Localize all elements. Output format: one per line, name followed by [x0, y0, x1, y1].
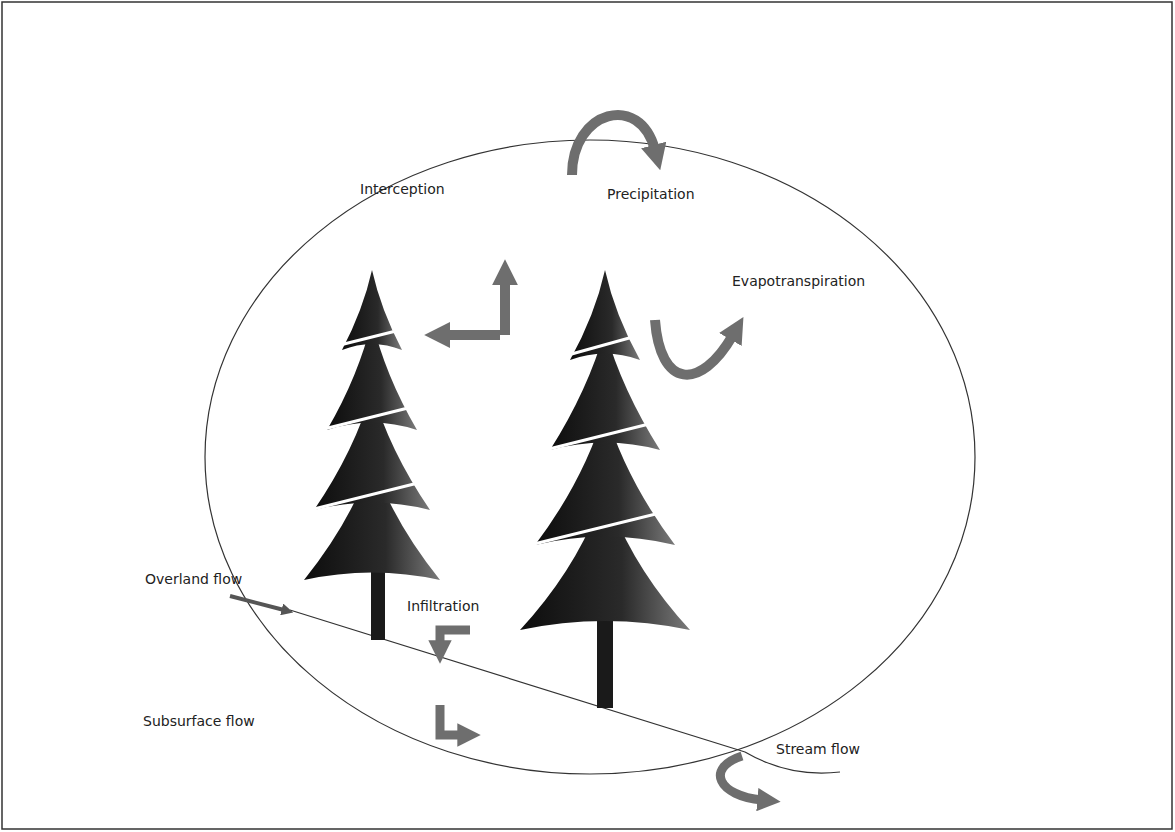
- flow-label: Stream flow: [776, 740, 860, 758]
- overland-arrow: [230, 596, 284, 610]
- catchment-ellipse: [205, 140, 975, 774]
- flow-label: Infiltration: [407, 597, 479, 615]
- flow-label: Overland flow: [145, 570, 242, 588]
- interception-arrow-up: [500, 280, 510, 335]
- ground-line: [290, 610, 745, 752]
- left-tree: [304, 270, 440, 640]
- streamflow-arrow: [720, 756, 762, 800]
- subsurface-arrow: [440, 705, 462, 735]
- precipitation-arrow: [572, 115, 655, 175]
- flow-arrows: [230, 115, 762, 800]
- flow-label: Precipitation: [607, 185, 695, 203]
- flow-label: Subsurface flow: [143, 712, 255, 730]
- flow-label: Interception: [360, 180, 445, 198]
- evapotranspiration-arrow: [655, 320, 733, 375]
- flow-label: Evapotranspiration: [732, 272, 865, 290]
- right-tree: [520, 270, 690, 708]
- infiltration-arrow: [440, 630, 470, 645]
- interception-arrow-left: [445, 330, 500, 340]
